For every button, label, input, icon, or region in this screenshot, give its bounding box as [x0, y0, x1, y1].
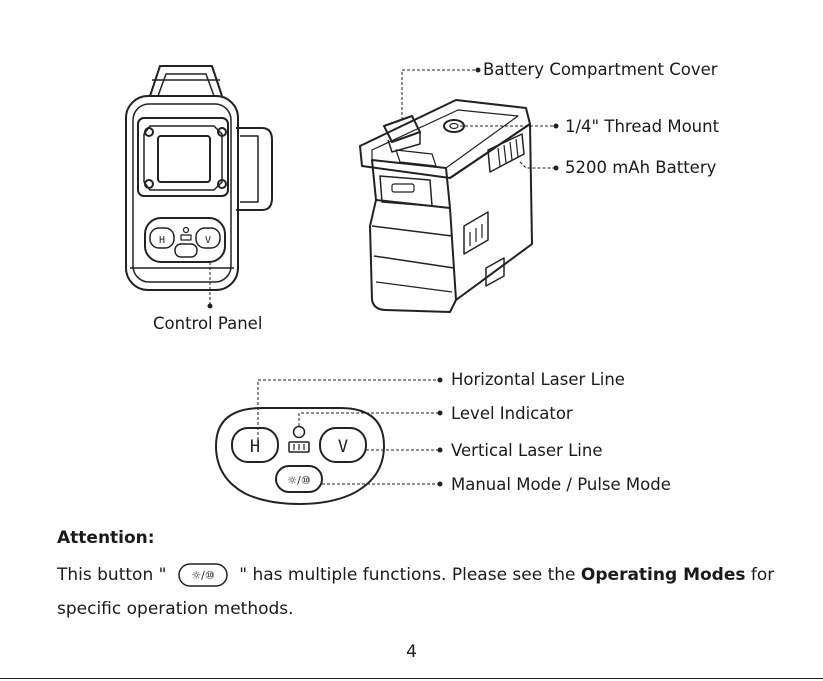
laser-level-rear-view	[360, 100, 532, 312]
operating-modes-link: Operating Modes	[581, 565, 746, 585]
inline-mode-symbol: ☼/⑩	[191, 569, 215, 582]
footer-rule	[0, 678, 823, 679]
label-battery: 5200 mAh Battery	[565, 158, 716, 178]
attention-line1-pre: This button "	[57, 565, 166, 585]
attention-line1-mid: " has multiple functions. Please see the	[239, 565, 581, 585]
attention-heading: Attention:	[57, 528, 155, 548]
attention-line-2: specific operation methods.	[57, 599, 294, 619]
label-horizontal-laser-line: Horizontal Laser Line	[451, 370, 625, 390]
control-panel-detail	[216, 408, 384, 504]
page-number: 4	[0, 642, 823, 662]
front-panel-h-letter: H	[159, 235, 165, 246]
attention-line-1: This button " ☼/⑩ " has multiple functio…	[57, 563, 774, 587]
mode-button-inline-icon: ☼/⑩	[178, 563, 228, 587]
control-panel-leader-dot	[208, 304, 213, 309]
attention-line1-post: for	[746, 565, 775, 585]
h-button-letter: H	[250, 437, 260, 457]
v-button-letter: V	[338, 437, 348, 457]
label-level-indicator: Level Indicator	[451, 404, 573, 424]
label-control-panel: Control Panel	[153, 314, 262, 334]
label-thread-mount: 1/4" Thread Mount	[565, 117, 719, 137]
front-panel-v-letter: V	[205, 235, 211, 246]
laser-level-front-view	[126, 66, 272, 290]
label-mode-button: Manual Mode / Pulse Mode	[451, 475, 671, 495]
control-panel-leaders	[258, 380, 438, 484]
mode-button-symbol: ☼/⑩	[287, 474, 311, 487]
label-battery-compartment-cover: Battery Compartment Cover	[483, 60, 718, 80]
label-vertical-laser-line: Vertical Laser Line	[451, 441, 602, 461]
